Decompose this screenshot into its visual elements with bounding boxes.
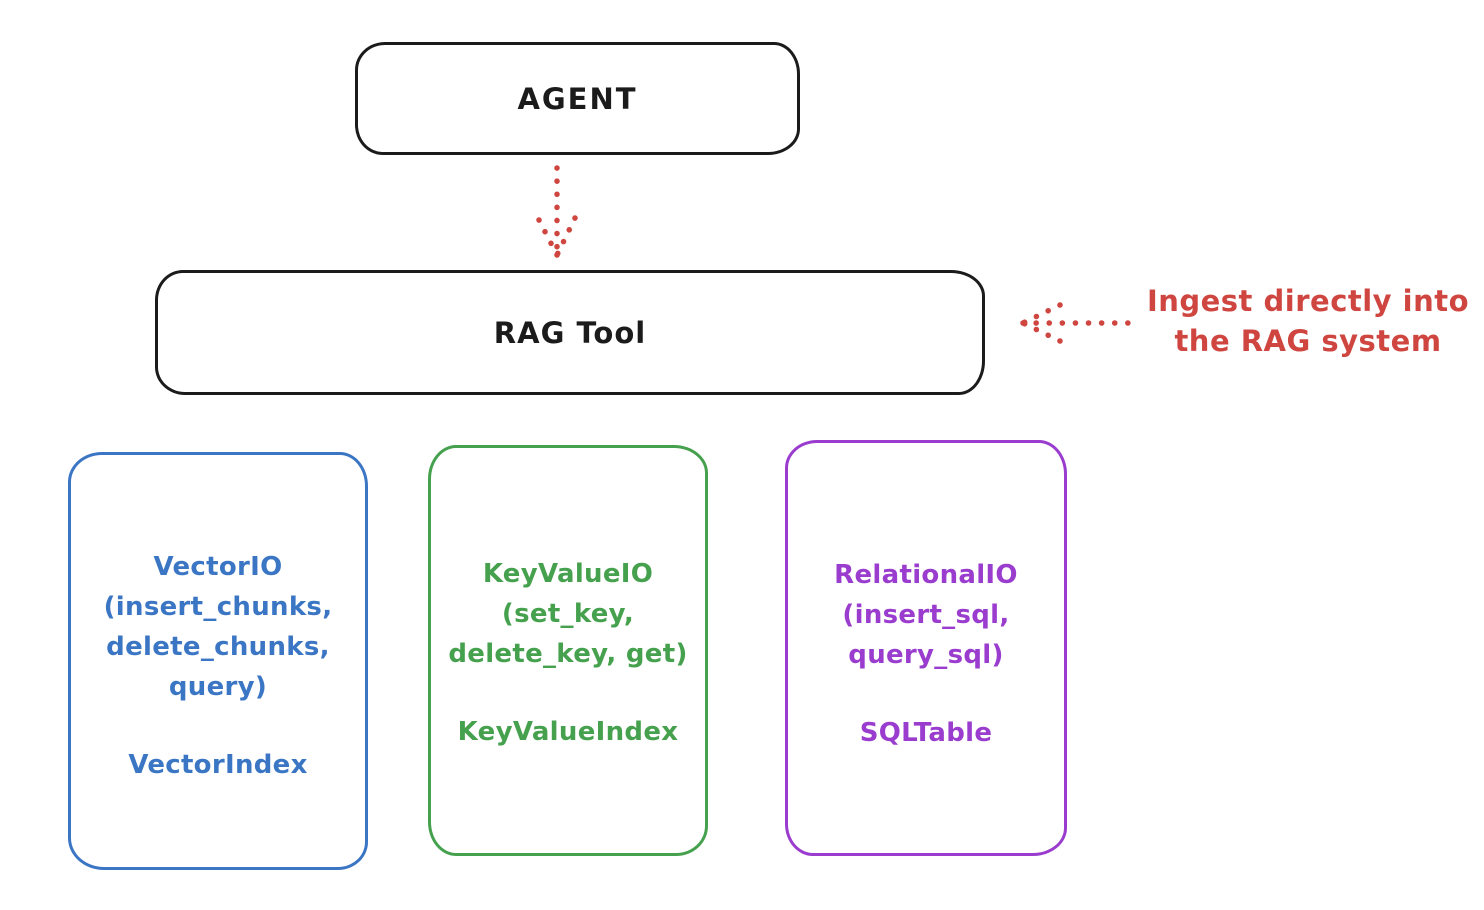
vector-io-title: VectorIO — [153, 552, 283, 582]
relational-io-methods-line1: (insert_sql, — [842, 600, 1010, 630]
ingest-annotation-line1: Ingest directly into — [1146, 284, 1470, 318]
relational-io-box: RelationalIO (insert_sql, query_sql) SQL… — [785, 440, 1067, 856]
ingest-arrow-left-icon — [1020, 302, 1140, 344]
sql-table-label: SQLTable — [859, 718, 993, 748]
agent-node: AGENT — [355, 42, 800, 155]
relational-io-title: RelationalIO — [834, 560, 1018, 590]
vector-io-box: VectorIO (insert_chunks, delete_chunks, … — [68, 452, 368, 870]
agent-to-rag-arrow-icon — [536, 165, 578, 258]
vector-io-methods-line3: query) — [168, 672, 268, 702]
ingest-annotation-line2: the RAG system — [1174, 324, 1442, 358]
vector-io-methods-line2: delete_chunks, — [106, 632, 330, 662]
keyvalue-io-methods-line2: delete_key, get) — [448, 639, 688, 669]
keyvalue-io-methods-line1: (set_key, — [501, 599, 635, 629]
relational-io-methods-line2: query_sql) — [848, 640, 1004, 670]
agent-node-label: AGENT — [517, 81, 638, 116]
rag-tool-node-label: RAG Tool — [493, 315, 647, 350]
vector-index-label: VectorIndex — [128, 750, 308, 780]
keyvalue-io-box: KeyValueIO (set_key, delete_key, get) Ke… — [428, 445, 708, 856]
ingest-annotation: Ingest directly into the RAG system — [1133, 281, 1483, 361]
vector-io-methods-line1: (insert_chunks, — [103, 592, 333, 622]
keyvalue-io-title: KeyValueIO — [482, 559, 654, 589]
keyvalue-index-label: KeyValueIndex — [457, 717, 679, 747]
rag-tool-node: RAG Tool — [155, 270, 985, 395]
